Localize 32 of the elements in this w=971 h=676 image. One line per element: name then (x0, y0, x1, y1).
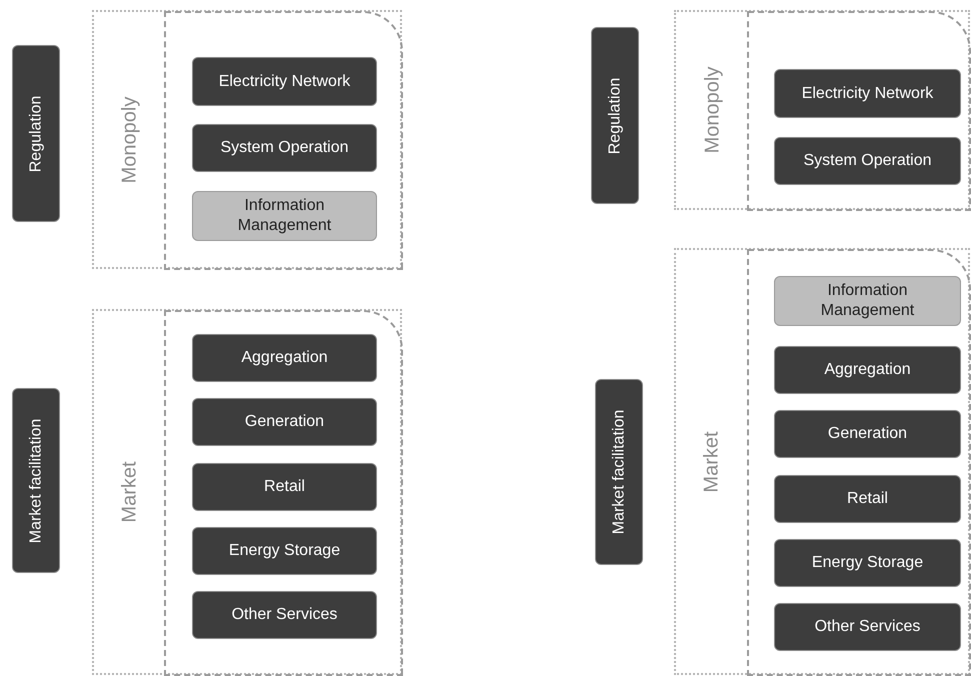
group-frame (674, 10, 970, 210)
group-label: Market (118, 461, 142, 523)
process-box: Energy Storage (192, 527, 377, 575)
process-box: Electricity Network (192, 57, 377, 106)
dashed-panel (747, 249, 971, 676)
group-label: Market (700, 430, 724, 492)
process-box: Generation (774, 410, 961, 458)
process-box: Retail (774, 475, 961, 523)
process-box: Aggregation (192, 334, 377, 382)
group-frame (92, 309, 402, 675)
vertical-label-box: Market facilitation (595, 379, 643, 565)
process-box: Other Services (192, 591, 377, 639)
group-frame (674, 248, 970, 675)
dashed-panel (164, 11, 403, 270)
vertical-label-box: Regulation (12, 45, 60, 222)
process-box: Retail (192, 463, 377, 511)
group-label: Monopoly (118, 96, 142, 183)
process-box: Aggregation (774, 346, 961, 394)
group-label: Monopoly (700, 66, 724, 154)
process-box: Information Management (774, 276, 961, 326)
process-box: System Operation (774, 137, 961, 185)
group-frame (92, 10, 402, 269)
process-box: Energy Storage (774, 539, 961, 587)
process-box: Generation (192, 398, 377, 446)
vertical-label-box: Regulation (591, 27, 639, 204)
dashed-panel (747, 11, 971, 211)
process-box: Other Services (774, 603, 961, 651)
dashed-panel (164, 310, 403, 676)
process-box: System Operation (192, 124, 377, 172)
vertical-label-box: Market facilitation (12, 388, 60, 573)
process-box: Information Management (192, 191, 377, 241)
process-box: Electricity Network (774, 69, 961, 118)
